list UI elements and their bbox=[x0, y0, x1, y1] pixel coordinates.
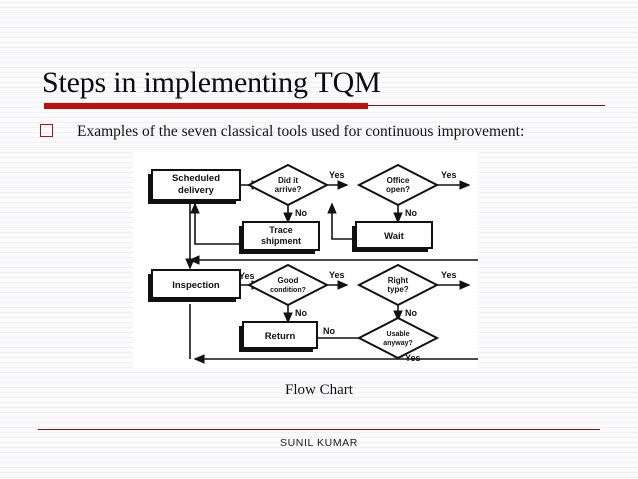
svg-text:Yes: Yes bbox=[329, 270, 345, 280]
title-divider bbox=[44, 102, 605, 110]
svg-text:Right: Right bbox=[388, 276, 409, 285]
svg-text:Inspection: Inspection bbox=[172, 280, 220, 291]
svg-text:delivery: delivery bbox=[178, 185, 215, 196]
hollow-square-bullet-icon bbox=[40, 124, 53, 137]
svg-text:anyway?: anyway? bbox=[383, 340, 413, 347]
svg-text:No: No bbox=[295, 208, 307, 218]
svg-text:Trace: Trace bbox=[269, 225, 293, 235]
svg-text:Wait: Wait bbox=[384, 231, 405, 242]
svg-text:Yes: Yes bbox=[441, 270, 457, 280]
svg-text:No: No bbox=[405, 308, 417, 318]
svg-text:condition?: condition? bbox=[270, 287, 306, 294]
divider-thick-bar bbox=[44, 103, 368, 109]
svg-text:Did it: Did it bbox=[278, 176, 298, 185]
bullet-item-label: Examples of the seven classical tools us… bbox=[77, 123, 525, 140]
svg-text:Yes: Yes bbox=[441, 170, 457, 180]
page-title: Steps in implementing TQM bbox=[42, 66, 381, 99]
svg-text:open?: open? bbox=[386, 185, 410, 194]
svg-text:Return: Return bbox=[265, 331, 296, 342]
svg-text:Yes: Yes bbox=[329, 170, 345, 180]
svg-text:type?: type? bbox=[387, 285, 408, 294]
svg-text:arrive?: arrive? bbox=[275, 185, 302, 194]
svg-text:Scheduled: Scheduled bbox=[172, 173, 220, 184]
svg-text:Yes: Yes bbox=[239, 271, 255, 281]
svg-text:Yes: Yes bbox=[405, 353, 421, 363]
bullet-list-item: Examples of the seven classical tools us… bbox=[40, 122, 620, 141]
svg-text:No: No bbox=[323, 326, 335, 336]
svg-text:Good: Good bbox=[278, 276, 299, 285]
svg-text:Usable: Usable bbox=[387, 331, 410, 338]
footer-label: SUNIL KUMAR bbox=[280, 437, 358, 449]
svg-text:Office: Office bbox=[387, 176, 410, 185]
flowchart-image: Scheduled delivery Trace shipment Wait I… bbox=[133, 152, 478, 368]
svg-text:shipment: shipment bbox=[261, 236, 301, 246]
svg-text:No: No bbox=[405, 208, 417, 218]
image-caption: Flow Chart bbox=[285, 382, 353, 398]
footer-divider bbox=[38, 429, 600, 430]
svg-text:No: No bbox=[295, 308, 307, 318]
